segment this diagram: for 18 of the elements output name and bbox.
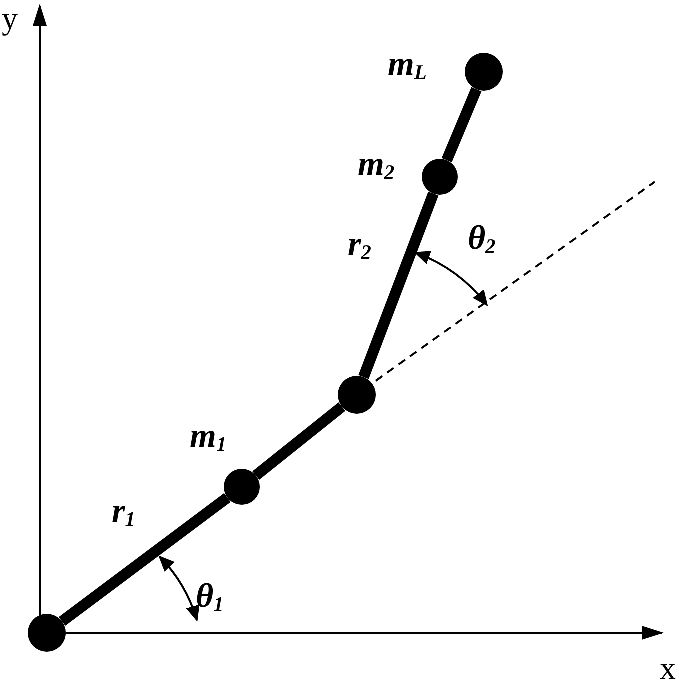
link-bar: [252, 402, 346, 480]
mass-label: m$_{2}$: [358, 148, 395, 184]
axis-label: x: [660, 652, 676, 682]
symbol-label: θ$_{2}$: [468, 222, 496, 258]
mass-point: [465, 53, 503, 91]
mass-point: [28, 614, 66, 652]
symbol-label: θ$_{1}$: [196, 580, 224, 616]
mass-label: m$_{1}$: [190, 420, 227, 456]
link-bar: [442, 87, 482, 163]
mass-point: [224, 469, 260, 505]
link-bar: [58, 493, 231, 626]
mass-point: [422, 159, 458, 195]
symbol-label: r$_{2}$: [348, 228, 372, 264]
axis-label: y: [2, 2, 18, 34]
mass-label: m$_{L}$: [388, 48, 427, 84]
mass-point: [338, 376, 376, 414]
link-bar: [358, 192, 439, 380]
symbol-label: r$_{1}$: [112, 495, 136, 530]
